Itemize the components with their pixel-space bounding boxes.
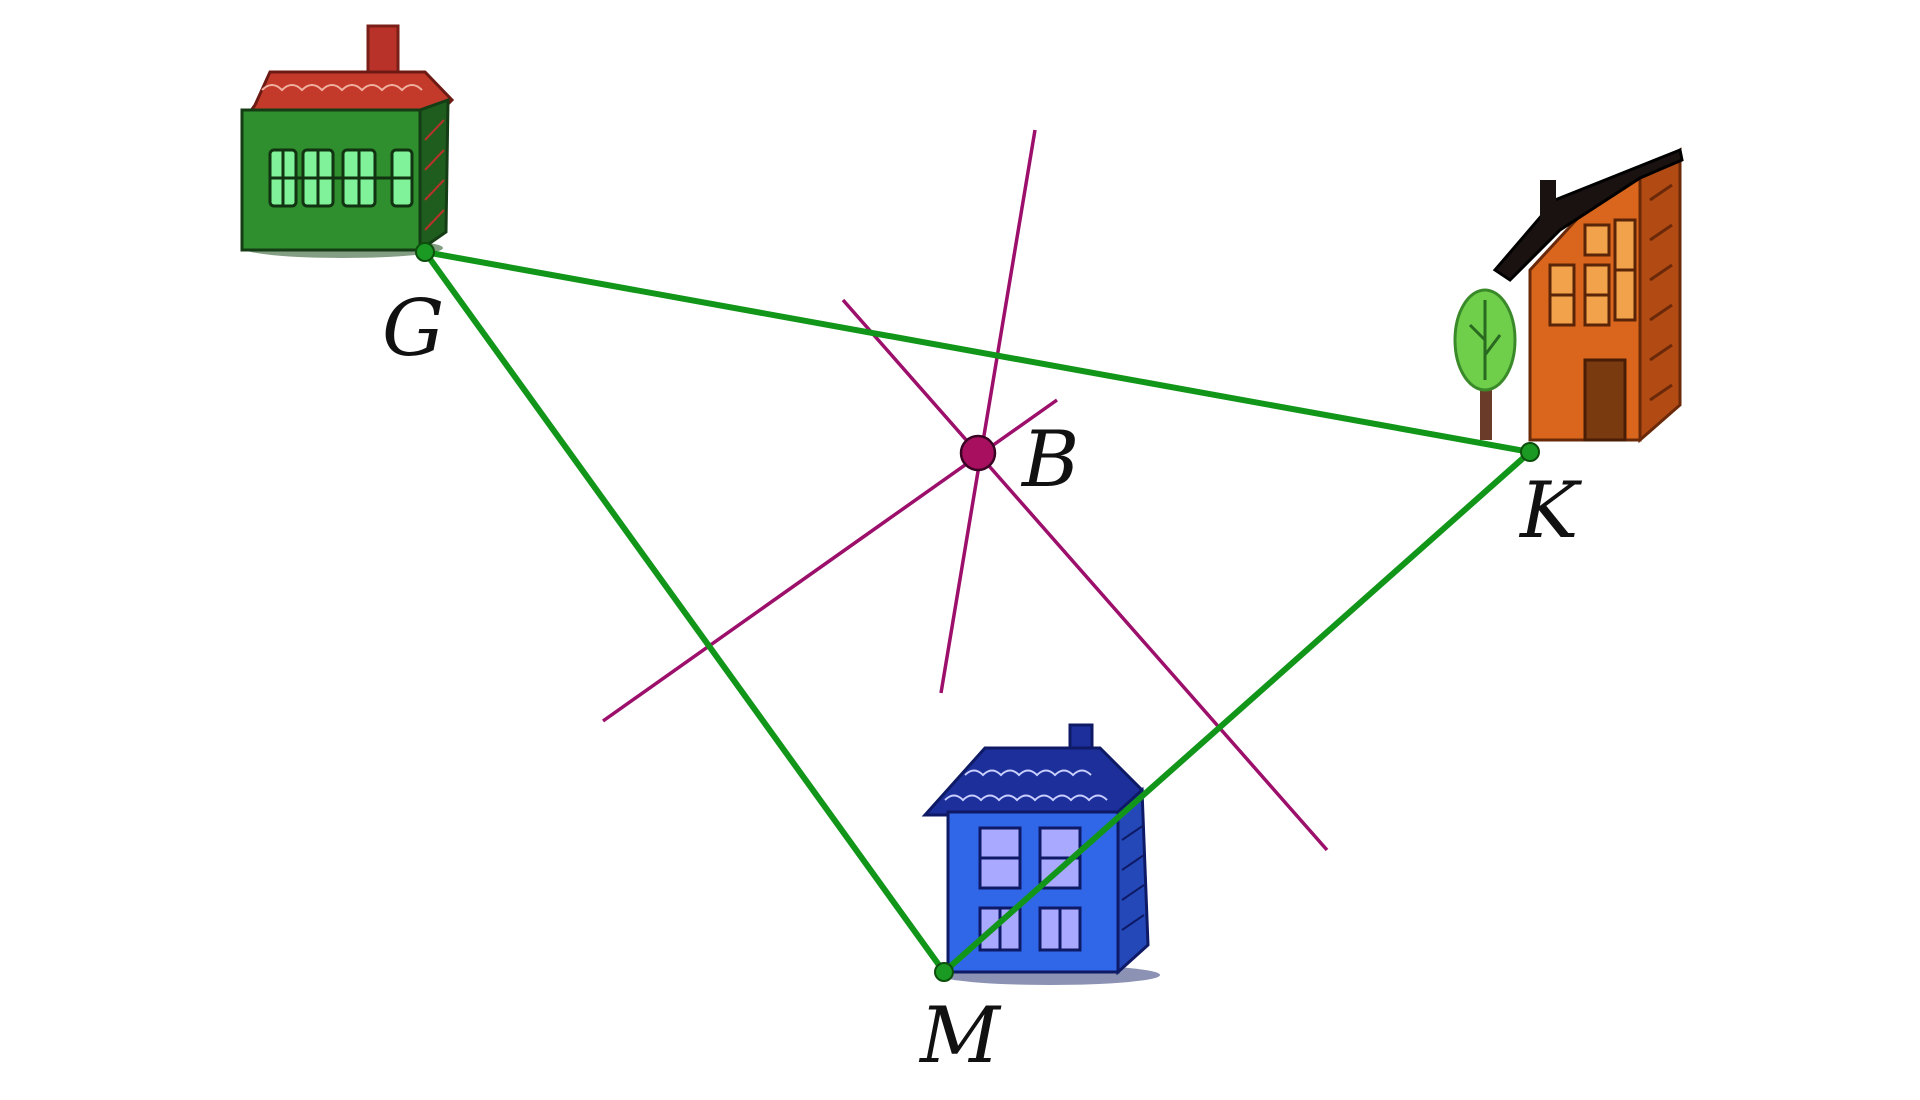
perpendicular-bisector-gk — [939, 129, 1037, 694]
circumcenter-b — [959, 434, 997, 472]
triangle-side-mg — [422, 249, 947, 975]
green-house-icon — [240, 24, 455, 258]
blue-house-icon — [921, 723, 1160, 985]
vertex-k — [1520, 442, 1540, 462]
triangle-side-km — [941, 449, 1533, 975]
label-m: M — [918, 991, 1002, 1081]
vertex-g — [415, 242, 435, 262]
orange-house-with-tree-icon — [1453, 147, 1684, 444]
label-b: B — [1020, 415, 1079, 505]
vertex-m — [934, 962, 954, 982]
label-k: K — [1518, 466, 1583, 556]
perpendicular-bisector-mk — [841, 298, 1329, 852]
label-g: G — [382, 284, 444, 374]
triangle-side-gk — [422, 249, 1533, 455]
